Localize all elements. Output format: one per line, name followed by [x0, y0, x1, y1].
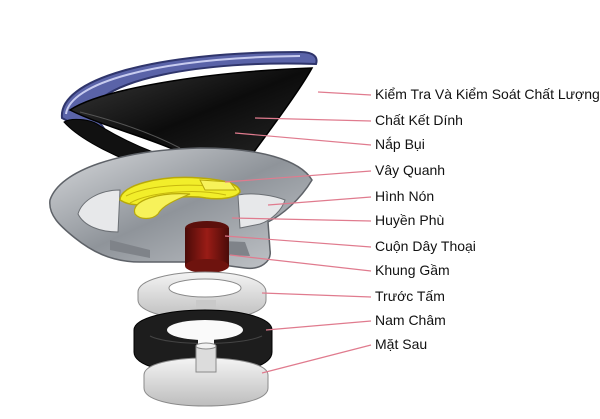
- leader-line: [231, 217, 372, 222]
- part-label: Nam Châm: [375, 312, 446, 328]
- leader-lines: [224, 91, 372, 374]
- part-label: Chất Kết Dính: [375, 112, 463, 128]
- cone-part: [63, 67, 314, 178]
- part-label: Hình Nón: [375, 188, 435, 204]
- leader-line: [224, 235, 372, 248]
- leader-line: [267, 196, 372, 206]
- part-label: Khung Gầm: [375, 262, 450, 278]
- leader-line: [261, 344, 372, 374]
- part-label: Mặt Sau: [375, 336, 428, 352]
- surround-part: [119, 176, 241, 220]
- part-label: Cuộn Dây Thoại: [375, 238, 476, 254]
- leader-line: [261, 292, 372, 298]
- leader-line: [265, 320, 372, 331]
- leader-line: [224, 170, 372, 183]
- ring-part: [60, 50, 318, 140]
- magnet-part: [133, 309, 273, 375]
- leader-line: [317, 91, 372, 96]
- part-label: Kiểm Tra Và Kiểm Soát Chất Lượng: [375, 86, 600, 102]
- part-label: Trước Tấm: [375, 288, 445, 304]
- leader-line: [254, 117, 372, 122]
- leader-line: [229, 254, 372, 272]
- front-plate-part: [137, 271, 267, 321]
- part-label: Vây Quanh: [375, 162, 446, 178]
- voice-coil-part: [185, 221, 229, 273]
- leader-line: [234, 132, 372, 146]
- part-label: Nắp Bụi: [375, 136, 425, 152]
- back-plate-part: [143, 342, 269, 407]
- frame-part: [49, 147, 313, 270]
- part-label: Huyền Phù: [375, 212, 445, 228]
